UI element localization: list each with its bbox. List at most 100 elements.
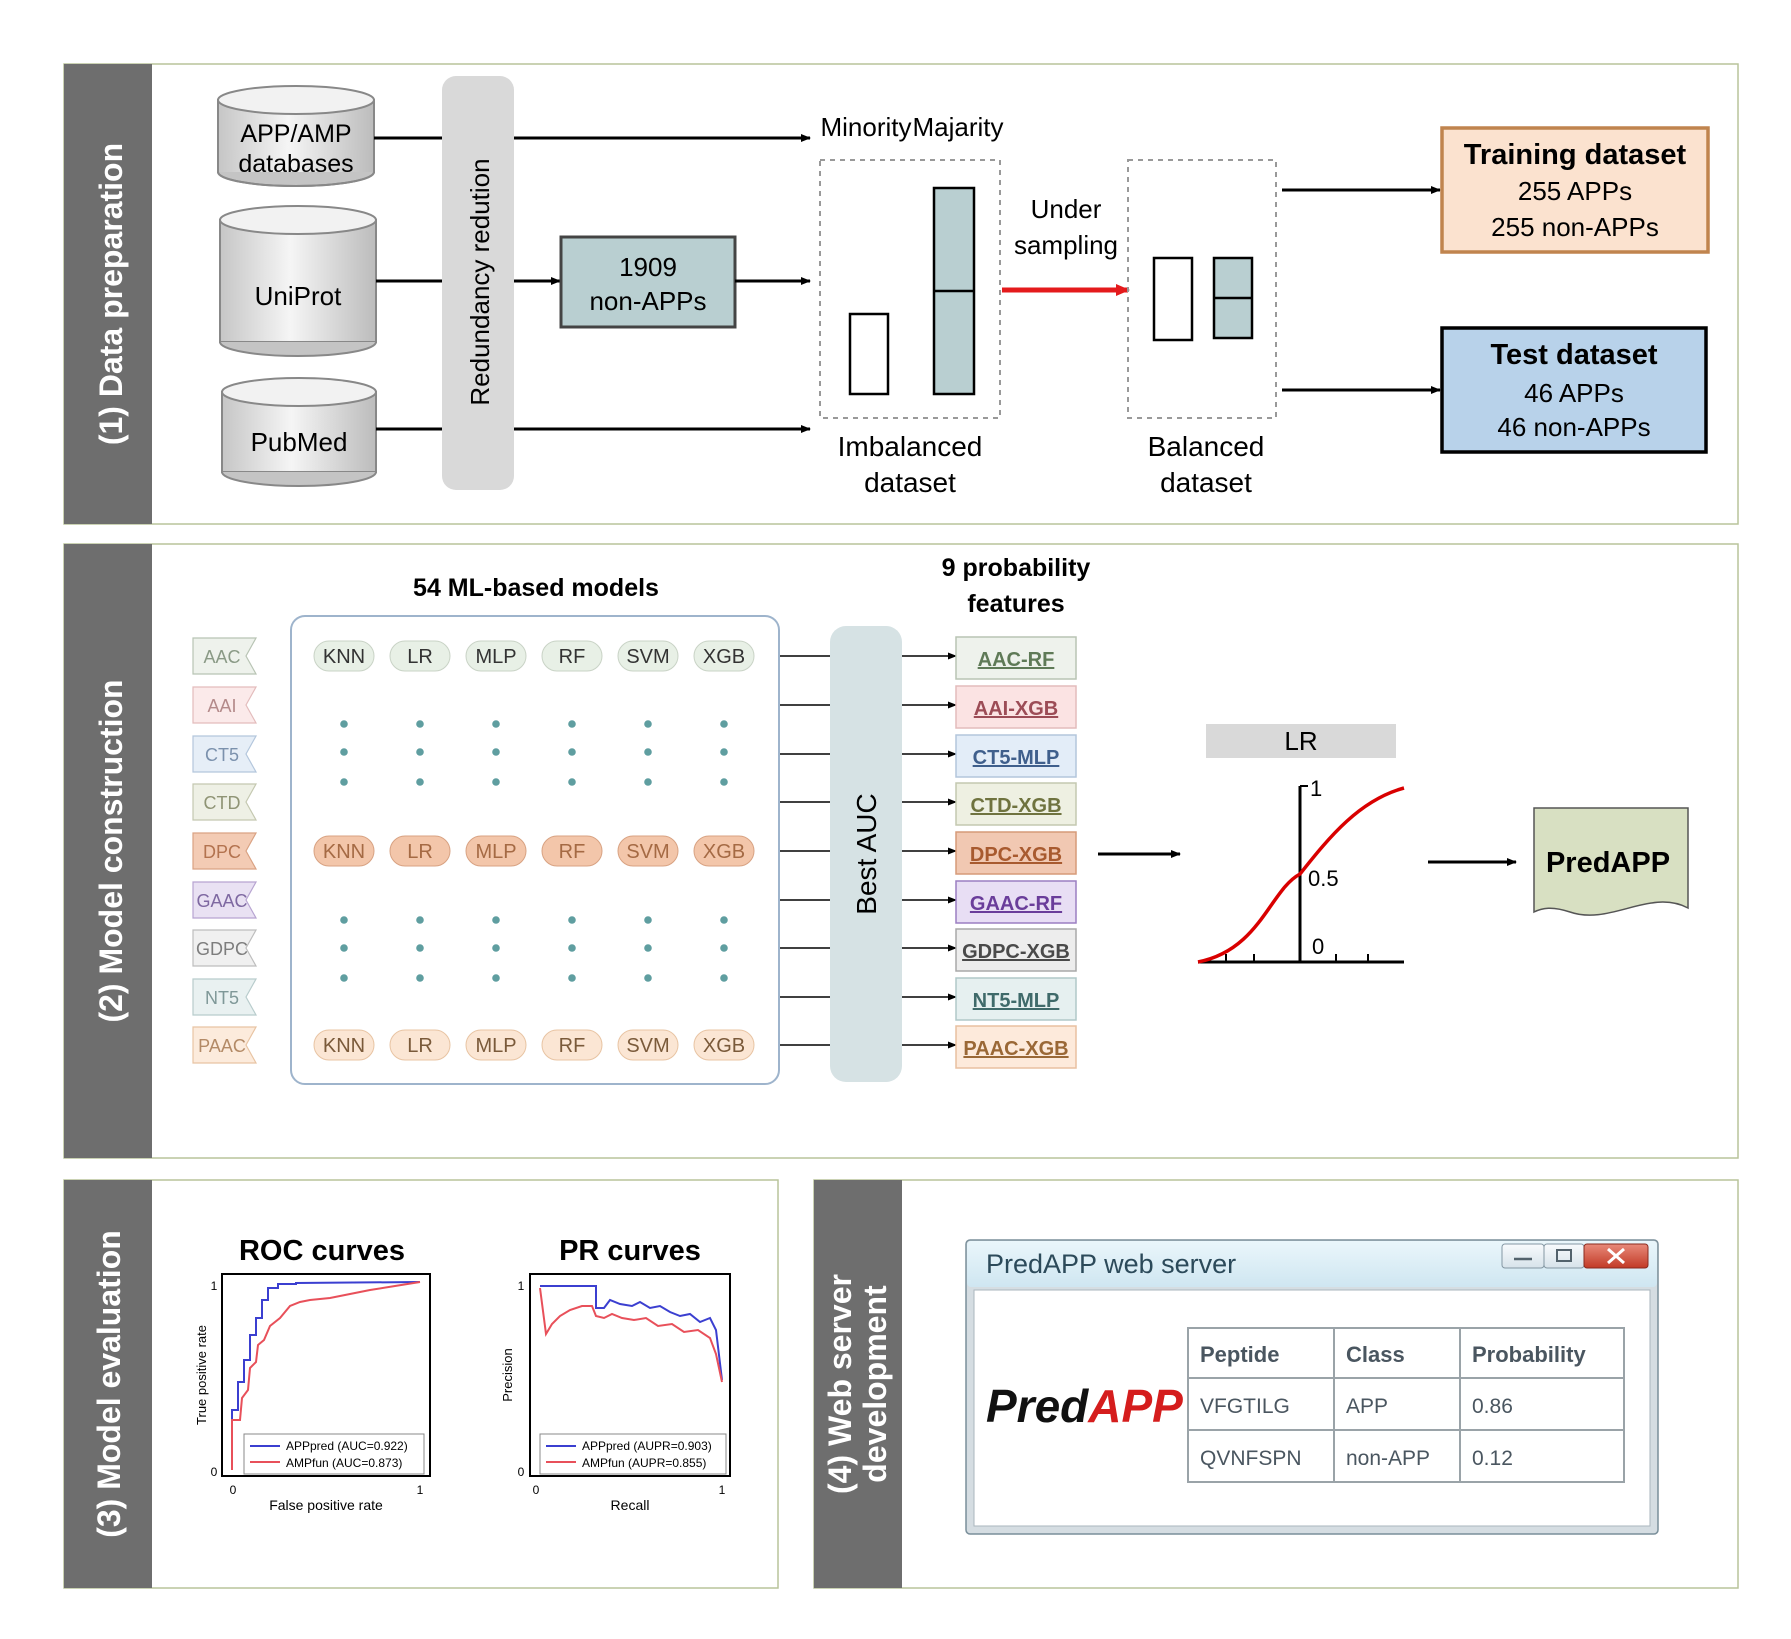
ellipsis-dot <box>340 720 348 728</box>
ellipsis-dot <box>492 778 500 786</box>
model-pill-label: XGB <box>703 841 745 863</box>
ellipsis-dot <box>492 720 500 728</box>
encoding-tag-aac: AAC <box>192 637 258 675</box>
lr-tick-05: 0.5 <box>1308 866 1339 891</box>
table-header-class: Class <box>1346 1342 1405 1367</box>
feature-ct5-mlp: CT5-MLP <box>955 734 1077 778</box>
majority-label: Majarity <box>912 112 1003 142</box>
database-app-amp-line1: APP/AMP <box>240 120 351 148</box>
encoding-label: NT5 <box>205 988 239 1008</box>
table-header-probability: Probability <box>1472 1342 1586 1367</box>
ellipsis-dot <box>720 720 728 728</box>
pr-y-tick-0: 0 <box>518 1465 525 1479</box>
roc-legend-ampfun: AMPfun (AUC=0.873) <box>286 1456 402 1470</box>
imbalanced-label-2: dataset <box>864 467 956 498</box>
predapp-logo-part1: Pred <box>986 1380 1089 1432</box>
feature-aai-xgb: AAI-XGB <box>955 685 1077 729</box>
roc-curve-ampfun <box>231 1281 421 1470</box>
model-pill-svm: SVM <box>617 1029 679 1061</box>
training-dataset-box <box>1440 126 1710 254</box>
panel-web-server: (4) Web server development PredAPP web s… <box>813 1179 1739 1589</box>
roc-x-tick-0: 0 <box>230 1483 237 1497</box>
ellipsis-dot <box>568 778 576 786</box>
roc-legend-apppred: APPpred (AUC=0.922) <box>286 1439 408 1453</box>
redundancy-reduction-bar <box>442 76 514 490</box>
database-pubmed: PubMed <box>221 377 377 487</box>
encoding-label: AAC <box>203 647 240 667</box>
ellipsis-dot <box>416 720 424 728</box>
model-pill-svm: SVM <box>617 835 679 867</box>
panel-model-evaluation: (3) Model evaluation ROC curves PR curve… <box>63 1179 779 1589</box>
balanced-dataset-box <box>1127 159 1277 419</box>
database-pubmed-label: PubMed <box>251 427 348 457</box>
model-pill-rf: RF <box>541 640 603 672</box>
model-pill-label: RF <box>559 1035 586 1057</box>
logistic-regression-plot: LR 1 0.5 0 <box>1197 724 1405 964</box>
test-dataset-title: Test dataset <box>1490 339 1657 371</box>
ellipsis-dot <box>340 974 348 982</box>
predapp-output-shape <box>1533 807 1689 916</box>
encoding-label: DPC <box>203 842 241 862</box>
pr-legend <box>539 1433 727 1475</box>
minimize-button[interactable] <box>1501 1243 1545 1269</box>
database-uniprot-label: UniProt <box>255 281 342 311</box>
ellipsis-dot <box>340 916 348 924</box>
model-pill-lr: LR <box>389 835 451 867</box>
ellipsis-dot <box>568 916 576 924</box>
feature-nt5-mlp: NT5-MLP <box>955 977 1077 1021</box>
model-pill-rf: RF <box>541 835 603 867</box>
maximize-button[interactable] <box>1543 1243 1585 1269</box>
table-cell: non-APP <box>1346 1447 1430 1470</box>
model-pill-mlp: MLP <box>465 640 527 672</box>
table-cell: 0.12 <box>1472 1447 1513 1470</box>
minority-label: Minority <box>820 112 911 142</box>
balanced-label-2: dataset <box>1160 467 1252 498</box>
best-auc-label: Best AUC <box>851 793 882 914</box>
model-pill-label: MLP <box>475 1035 516 1057</box>
encoding-label: CTD <box>204 793 241 813</box>
pr-title: PR curves <box>559 1235 701 1267</box>
encoding-label: GDPC <box>196 939 248 959</box>
database-app-amp: APP/AMP databases <box>217 85 375 187</box>
imbalanced-dataset-box <box>819 159 1001 419</box>
feature-paac-xgb: PAAC-XGB <box>955 1025 1077 1069</box>
web-server-window: PredAPP web server PredAPP Peptide Class <box>965 1239 1659 1535</box>
training-dataset-apps: 255 APPs <box>1518 176 1632 206</box>
prob-features-title-1: 9 probability <box>942 554 1091 582</box>
feature-label: PAAC-XGB <box>963 1038 1068 1060</box>
model-pill-label: MLP <box>475 841 516 863</box>
ellipsis-dot <box>644 720 652 728</box>
roc-curve-apppred <box>231 1281 421 1470</box>
under-sampling-2: sampling <box>1014 230 1118 260</box>
table-header-peptide: Peptide <box>1200 1342 1279 1367</box>
feature-label: GDPC-XGB <box>962 941 1070 963</box>
model-pill-label: SVM <box>626 841 669 863</box>
model-pill-lr: LR <box>389 640 451 672</box>
ellipsis-dot <box>568 720 576 728</box>
encoding-label: GAAC <box>196 891 247 911</box>
feature-label: CT5-MLP <box>973 747 1060 769</box>
panel-4-label-1: (4) Web server <box>822 1274 858 1494</box>
roc-y-tick-0: 0 <box>211 1465 218 1479</box>
sigmoid-curve <box>1197 786 1405 964</box>
pr-x-tick-1: 1 <box>719 1483 726 1497</box>
roc-y-label: True positive rate <box>194 1325 209 1425</box>
roc-y-tick-1: 1 <box>211 1279 218 1293</box>
roc-title: ROC curves <box>239 1235 405 1267</box>
model-pill-label: MLP <box>475 646 516 668</box>
ellipsis-dot <box>644 778 652 786</box>
model-pill-label: LR <box>407 1035 433 1057</box>
database-uniprot: UniProt <box>219 205 377 357</box>
under-sampling-1: Under <box>1031 194 1102 224</box>
ellipsis-dot <box>492 748 500 756</box>
roc-x-tick-1: 1 <box>417 1483 424 1497</box>
pr-y-label: Precision <box>500 1348 515 1401</box>
best-auc-bar <box>830 626 902 1082</box>
balanced-label-1: Balanced <box>1148 431 1265 462</box>
ellipsis-dot <box>644 748 652 756</box>
minority-bar <box>848 312 890 396</box>
non-app-box <box>559 235 737 329</box>
ellipsis-dot <box>416 916 424 924</box>
